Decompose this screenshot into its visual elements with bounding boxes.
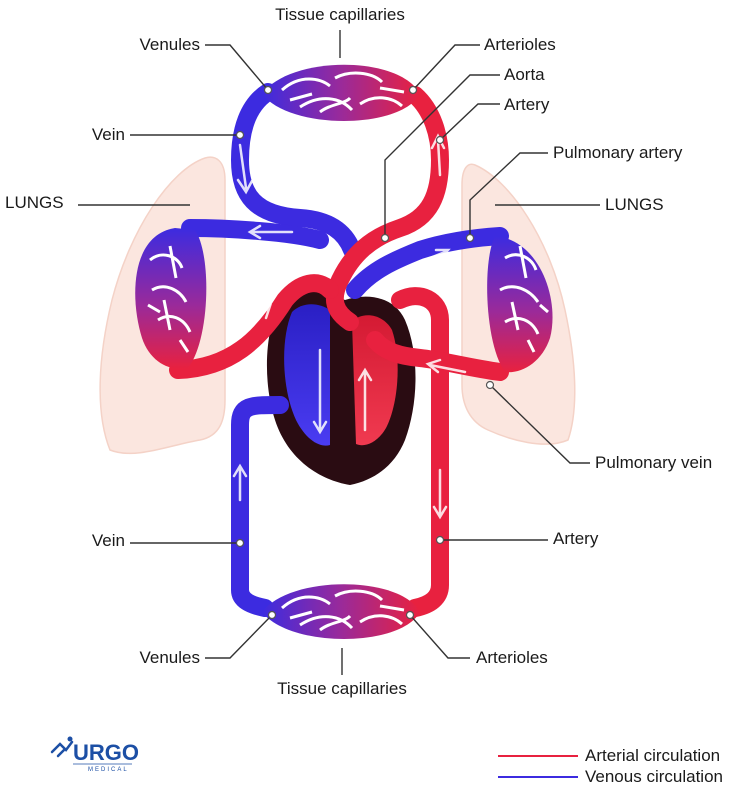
leaders <box>78 30 600 675</box>
right-heart-chamber <box>284 304 330 446</box>
top-tissue-capillaries <box>262 64 420 121</box>
label-artery-top: Artery <box>504 95 550 114</box>
label-tissue-capillaries-top: Tissue capillaries <box>275 5 405 24</box>
legend-venous-label: Venous circulation <box>585 767 723 786</box>
left-heart-label-1: LEFT <box>372 481 404 496</box>
left-lung-capillaries <box>135 228 207 369</box>
label-arterioles-bottom: Arterioles <box>476 648 548 667</box>
label-lungs-right: LUNGS <box>605 195 664 214</box>
label-tissue-capillaries-bottom: Tissue capillaries <box>277 679 407 698</box>
label-venules-bottom: Venules <box>140 648 201 667</box>
urgo-logo: URGO MEDICAL <box>50 736 139 773</box>
bottom-tissue-capillaries <box>262 584 420 639</box>
label-venules-top: Venules <box>140 35 201 54</box>
runner-icon <box>50 740 74 758</box>
right-lung-capillaries <box>487 236 553 373</box>
left-heart-label-2: HEART <box>366 498 410 513</box>
label-lungs-left: LUNGS <box>5 193 64 212</box>
label-aorta: Aorta <box>504 65 545 84</box>
label-arterioles-top: Arterioles <box>484 35 556 54</box>
label-vein-top: Vein <box>92 125 125 144</box>
label-pulmonary-artery: Pulmonary artery <box>553 143 683 162</box>
label-artery-bottom: Artery <box>553 529 599 548</box>
legend: Arterial circulation Venous circulation <box>498 746 723 786</box>
logo-sub: MEDICAL <box>88 767 129 773</box>
legend-arterial-label: Arterial circulation <box>585 746 720 765</box>
right-heart-label-1: RIGHT <box>278 481 319 496</box>
label-pulmonary-vein: Pulmonary vein <box>595 453 712 472</box>
right-heart-label-2: HEART <box>276 498 320 513</box>
logo-name: URGO <box>73 740 139 765</box>
label-vein-bottom: Vein <box>92 531 125 550</box>
